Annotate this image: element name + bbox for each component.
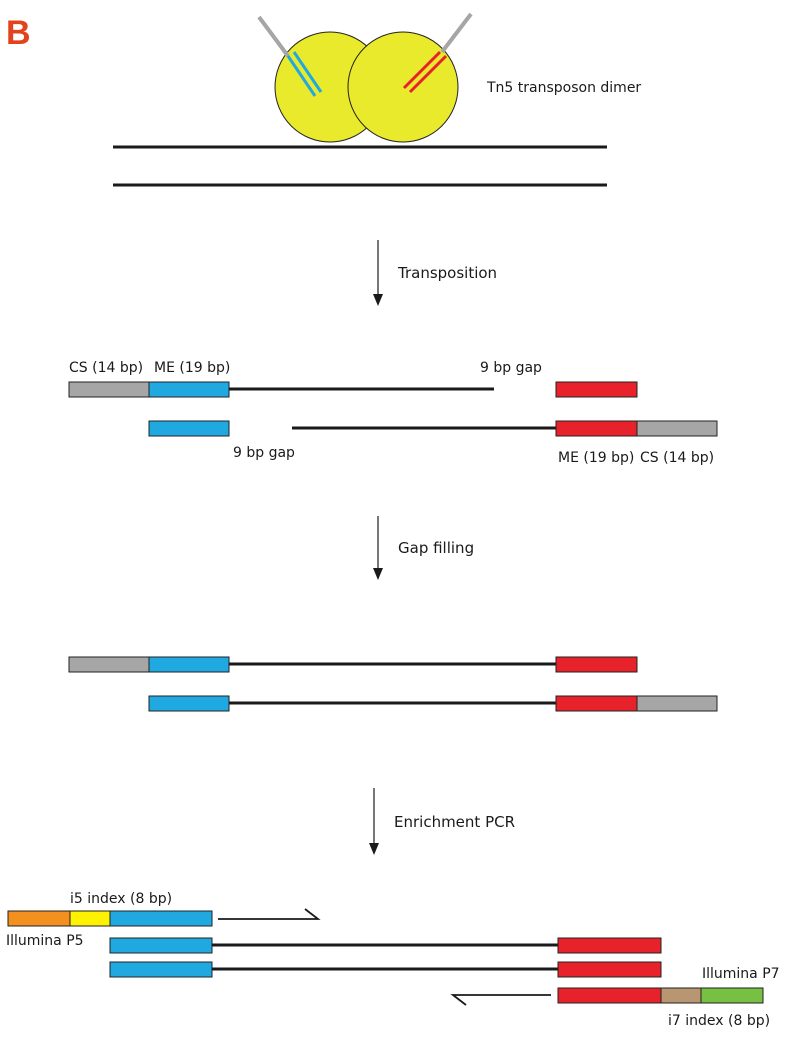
arrow-transposition xyxy=(373,240,383,306)
label-i7-index: i7 index (8 bp) xyxy=(668,1013,770,1029)
transposed-fragment xyxy=(68,381,718,437)
me-block xyxy=(109,961,213,978)
label-gap-top: 9 bp gap xyxy=(480,360,542,376)
step-transposition: Transposition xyxy=(397,264,497,282)
label-gap-bottom: 9 bp gap xyxy=(233,445,295,461)
primer-arrow-forward xyxy=(218,908,321,920)
label-me-left: ME (19 bp) xyxy=(154,360,230,376)
me-block xyxy=(557,987,662,1004)
me-block xyxy=(557,961,662,978)
label-cs-right: CS (14 bp) xyxy=(640,450,714,466)
cs-block xyxy=(68,656,150,673)
step-gap-filling: Gap filling xyxy=(398,539,474,557)
step-enrichment-pcr: Enrichment PCR xyxy=(394,813,515,831)
gap-filled-fragment xyxy=(68,656,718,712)
i7-block xyxy=(660,987,702,1004)
me-block xyxy=(148,695,230,712)
panel-label: B xyxy=(6,14,31,52)
me-block xyxy=(555,695,638,712)
label-i5-index: i5 index (8 bp) xyxy=(70,891,172,907)
me-block xyxy=(148,381,230,398)
p5-block xyxy=(7,910,71,927)
adapter-right-me-a xyxy=(402,50,442,90)
adapter-left-cs xyxy=(257,15,290,58)
me-block xyxy=(109,937,213,954)
pcr-fragment xyxy=(7,908,764,1006)
me-block xyxy=(148,420,230,437)
i5-block xyxy=(69,910,111,927)
cs-block xyxy=(636,695,718,712)
me-block xyxy=(148,656,230,673)
me-block xyxy=(557,937,662,954)
me-block xyxy=(555,381,638,398)
arrow-gap-filling xyxy=(373,516,383,580)
adapter-left-me-a xyxy=(286,55,317,97)
me-block xyxy=(555,420,638,437)
adapter-right-cs xyxy=(440,12,473,54)
primer-arrow-reverse xyxy=(450,994,551,1006)
label-cs-left: CS (14 bp) xyxy=(69,360,143,376)
cs-block xyxy=(68,381,150,398)
arrow-enrichment xyxy=(369,788,379,855)
me-block xyxy=(109,910,213,927)
adapter-left-me-b xyxy=(292,51,323,93)
label-me-right: ME (19 bp) xyxy=(558,450,634,466)
cs-block xyxy=(636,420,718,437)
label-illumina-p5: Illumina P5 xyxy=(6,933,84,949)
p7-block xyxy=(700,987,764,1004)
me-block xyxy=(555,656,638,673)
adapter-right-me-b xyxy=(408,54,448,94)
label-illumina-p7: Illumina P7 xyxy=(702,966,780,982)
tn5-dimer xyxy=(257,12,473,143)
tn5-label: Tn5 transposon dimer xyxy=(486,80,641,96)
